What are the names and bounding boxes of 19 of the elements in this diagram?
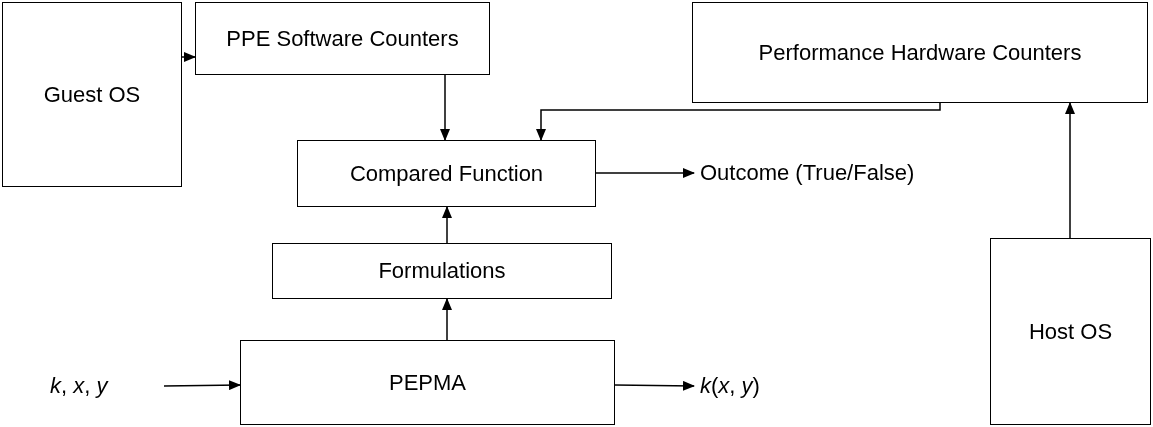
process-box: Compared Function: [297, 140, 596, 207]
arrow: [181, 52, 196, 62]
process-box: PEPMA: [240, 340, 615, 425]
process-box: Host OS: [990, 238, 1151, 425]
text-label: k, x, y: [50, 369, 158, 403]
arrow: [614, 380, 695, 391]
text-label: Outcome (True/False): [700, 156, 1020, 190]
arrow: [440, 74, 450, 141]
arrow: [442, 206, 452, 244]
text-label: k(x, y): [700, 369, 830, 403]
process-box: Guest OS: [2, 2, 182, 187]
process-box: Formulations: [272, 243, 612, 299]
arrow: [163, 380, 241, 391]
arrow: [442, 298, 452, 341]
arrow: [1065, 102, 1075, 239]
arrow: [536, 102, 941, 141]
arrow: [595, 168, 695, 178]
process-box: Performance Hardware Counters: [692, 2, 1148, 103]
process-box: PPE Software Counters: [195, 2, 490, 75]
